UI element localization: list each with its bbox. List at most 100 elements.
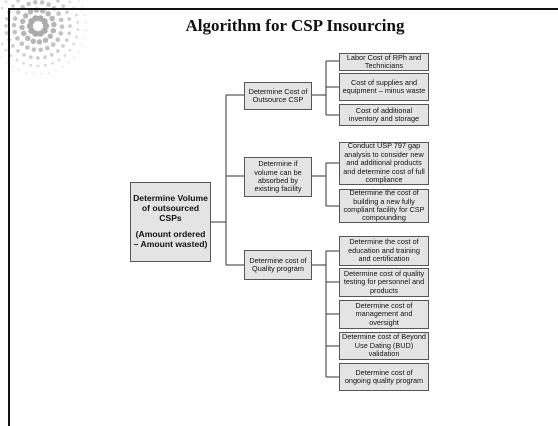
decoration-dot (67, 31, 72, 36)
root-node-title: Determine Volume of outsourced CSPs (133, 193, 208, 224)
decoration-dot (5, 61, 8, 64)
slide-title: Algorithm for CSP Insourcing (185, 16, 405, 35)
decoration-dot (11, 44, 15, 48)
decoration-dot (68, 24, 72, 28)
decoration-dot (83, 36, 86, 39)
decoration-dot (33, 0, 38, 5)
decoration-dot (26, 1, 32, 7)
decoration-dot (73, 56, 76, 59)
decoration-dot (36, 39, 43, 45)
decoration-dot (41, 18, 48, 25)
decoration-dot (77, 50, 80, 53)
decoration-dot (43, 55, 47, 60)
slide-frame-top (8, 8, 558, 10)
decoration-dot (11, 23, 17, 28)
slide-frame-left (8, 8, 10, 426)
decoration-dot (12, 16, 18, 21)
decoration-dot (4, 48, 8, 52)
decoration-dot (57, 58, 61, 62)
decoration-dot (25, 71, 28, 74)
branch-node-quality-program: Determine cost of Quality program (244, 250, 312, 280)
decoration-dot (45, 45, 50, 51)
decoration-dot (61, 4, 65, 8)
decoration-dot (47, 33, 54, 39)
decoration-dot (55, 69, 57, 72)
decoration-dot (22, 61, 25, 65)
decoration-dot (19, 24, 25, 31)
leaf-node-usp797-gap: Conduct USP 797 gap analysis to consider… (339, 142, 429, 185)
decoration-dot (11, 4, 15, 8)
decoration-dot (49, 15, 55, 22)
decoration-dot (4, 16, 9, 21)
root-node: Determine Volume of outsourced CSPs (Amo… (130, 182, 211, 262)
decoration-dot (19, 18, 26, 25)
decoration-dot (16, 49, 20, 53)
decoration-dot (68, 48, 72, 52)
decoration-dot (45, 10, 51, 17)
decoration-dot (64, 38, 69, 42)
decoration-dot (56, 49, 60, 53)
decoration-dot (18, 69, 21, 72)
decoration-dot (61, 66, 64, 69)
leaf-node-bud-validation: Determine cost of Beyond Use Dating (BUD… (339, 332, 429, 360)
decoration-dot (51, 21, 57, 28)
decoration-dot (22, 13, 29, 19)
decoration-dot (83, 14, 86, 17)
branch-node-outsource-cost: Determine Cost of Outsource CSP (244, 82, 312, 110)
decoration-dot (29, 63, 33, 67)
leaf-node-quality-testing: Determine cost of quality testing for pe… (339, 268, 429, 297)
decoration-dot (25, 45, 30, 50)
decoration-dot (0, 55, 3, 58)
decoration-dot (0, 42, 4, 46)
leaf-node-education-cost: Determine the cost of education and trai… (339, 236, 429, 266)
decoration-dot (42, 37, 49, 43)
decoration-dot (37, 30, 44, 37)
decoration-dot (21, 30, 27, 37)
decoration-dot (75, 13, 78, 17)
decoration-dot (4, 24, 8, 28)
decoration-dot (39, 0, 45, 5)
decoration-dot (36, 64, 40, 68)
decoration-dot (0, 6, 4, 10)
branch-node-volume-absorbed: Determine if volume can be absorbed by e… (244, 157, 312, 197)
decoration-dot (68, 0, 72, 4)
decoration-dot (78, 0, 81, 3)
decoration-dot (58, 31, 64, 36)
root-node-formula: (Amount ordered – Amount wasted) (133, 228, 208, 249)
decoration-dot (65, 10, 69, 15)
dot-circle-decoration (0, 0, 87, 75)
decoration-dot (50, 27, 57, 34)
decoration-dot (63, 54, 67, 57)
decoration-dot (30, 38, 37, 45)
leaf-node-inventory-cost: Cost of additional inventory and storage (339, 104, 429, 126)
decoration-dot (76, 28, 80, 31)
decoration-dot (36, 56, 40, 60)
decoration-dot (27, 9, 34, 15)
decoration-dot (19, 41, 25, 46)
decoration-dot (11, 65, 14, 68)
decoration-dot (4, 0, 8, 4)
decoration-dot (61, 44, 65, 48)
decoration-dot (56, 11, 61, 16)
leaf-node-labor-cost: Labor Cost of RPh and Technicians (339, 53, 429, 71)
decoration-dot (58, 17, 64, 23)
decoration-dot (75, 35, 78, 39)
decoration-dot (56, 0, 60, 3)
decoration-dot (4, 31, 9, 35)
decoration-dot (50, 42, 56, 47)
decoration-dot (46, 2, 51, 7)
decoration-dot (67, 61, 70, 64)
decoration-dot (59, 24, 65, 30)
decoration-dot (67, 17, 72, 21)
decoration-dot (22, 52, 26, 57)
decoration-dot (49, 53, 54, 57)
leaf-node-supplies-cost: Cost of supplies and equipment – minus w… (339, 73, 429, 101)
decoration-dot (31, 47, 37, 52)
decoration-dot (47, 71, 50, 74)
decoration-dot (84, 29, 87, 32)
decoration-dot (44, 63, 47, 67)
decoration-dot (16, 0, 20, 3)
decoration-dot (15, 36, 20, 41)
